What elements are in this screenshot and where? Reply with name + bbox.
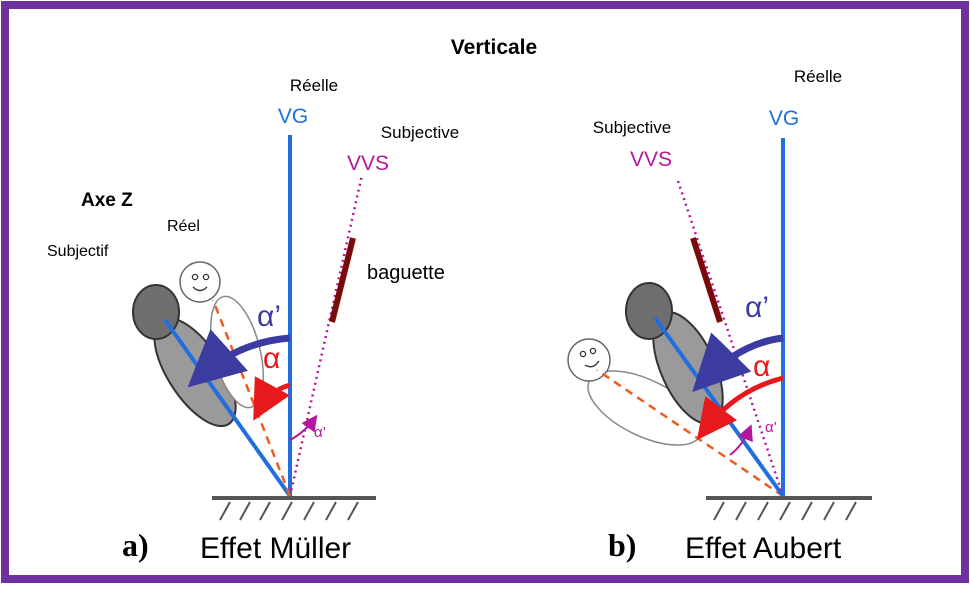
alpha-prime-label-a: α’ xyxy=(257,300,281,333)
alpha-prime-small-label-a: α’ xyxy=(314,424,326,441)
panel-a: Réelle VG Subjective VVS Axe Z Réel Subj… xyxy=(47,76,459,565)
ground-hatch-icon xyxy=(212,496,376,521)
title-verticale: Verticale xyxy=(451,36,537,59)
reel-label: Réel xyxy=(167,218,200,235)
panel-b: Réelle VG Subjective VVS α’ α α’ b) Effe… xyxy=(567,67,872,565)
ground-hatch-icon xyxy=(706,496,872,521)
panel-a-letter: a) xyxy=(122,527,149,563)
alpha-prime-small-arrow-a xyxy=(289,414,318,441)
subjective-axis-a xyxy=(163,318,292,498)
alpha-prime-small-label-b: α’ xyxy=(765,419,777,436)
alpha-label-b: α xyxy=(753,350,770,383)
alpha-prime-label-b: α’ xyxy=(745,291,769,324)
panel-b-letter: b) xyxy=(608,527,636,563)
baguette-label: baguette xyxy=(367,262,445,284)
vg-label-b: VG xyxy=(769,107,799,130)
baguette-rod-a xyxy=(329,237,356,323)
vg-label-a: VG xyxy=(278,105,308,128)
effet-aubert-label: Effet Aubert xyxy=(685,532,842,565)
alpha-prime-arrow-a xyxy=(187,329,291,388)
alpha-label-a: α xyxy=(263,342,280,375)
alpha-arrow-a xyxy=(253,376,291,421)
vvs-label-a: VVS xyxy=(347,152,389,175)
effet-muller-label: Effet Müller xyxy=(200,532,351,565)
subjectif-label: Subjectif xyxy=(47,243,109,260)
vvs-label-b: VVS xyxy=(630,148,672,171)
alpha-prime-arrow-b xyxy=(692,332,784,393)
vvs-line-b xyxy=(675,177,785,497)
subjective-label-a: Subjective xyxy=(381,123,459,142)
alpha-prime-small-arrow-b xyxy=(729,424,753,456)
axe-z-label: Axe Z xyxy=(81,190,133,211)
baguette-rod-b xyxy=(690,237,723,323)
subjective-label-b: Subjective xyxy=(593,118,671,137)
reelle-label-b: Réelle xyxy=(794,67,842,86)
alpha-arrow-b xyxy=(696,375,784,440)
real-axis-b xyxy=(596,368,784,498)
reelle-label-a: Réelle xyxy=(290,76,338,95)
smiley-head-figure-icon xyxy=(567,338,703,446)
vvs-line-a xyxy=(288,174,364,497)
